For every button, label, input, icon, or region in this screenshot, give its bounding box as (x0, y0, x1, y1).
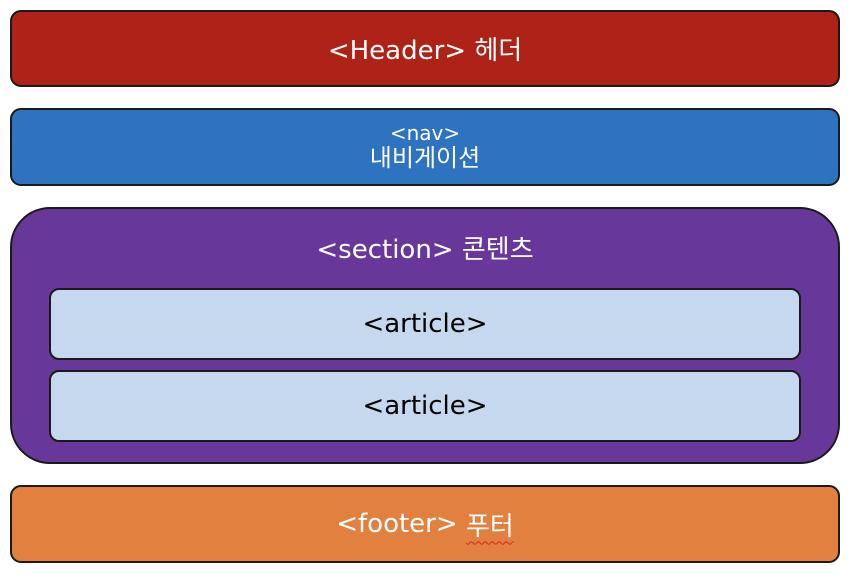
header-label: <Header> 헤더 (327, 36, 523, 66)
section-label: <section> 콘텐츠 (316, 235, 534, 265)
nav-label: 내비게이션 (369, 143, 481, 172)
nav-tag-label: <nav> (389, 120, 461, 145)
article-block: <article> (49, 288, 801, 360)
footer-block: <footer> 푸터 (10, 485, 840, 563)
header-block: <Header> 헤더 (10, 10, 840, 87)
footer-tag-label: <footer> (336, 509, 458, 539)
article-label: <article> (362, 309, 488, 339)
article-label: <article> (362, 391, 488, 421)
nav-block: <nav> 내비게이션 (10, 108, 840, 186)
footer-label: 푸터 (465, 511, 514, 542)
article-block: <article> (49, 370, 801, 442)
